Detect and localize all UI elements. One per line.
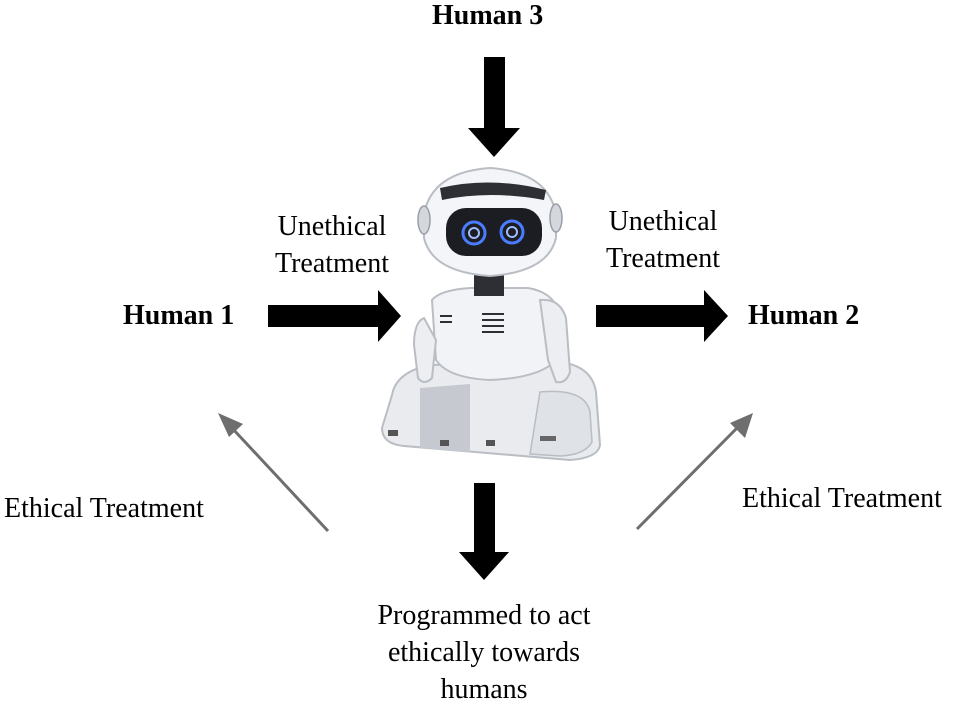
arrow-human1-to-robot — [268, 290, 401, 342]
robot-image — [380, 166, 602, 462]
label-programmed-line3: humans — [440, 674, 528, 705]
arrow-robot-to-human2 — [596, 290, 728, 342]
label-unethical-left: Unethical Treatment — [262, 208, 402, 282]
label-programmed-line2: ethically towards — [387, 637, 581, 668]
arrow-ethical-left — [218, 413, 330, 533]
label-unethical-right: Unethical Treatment — [593, 203, 733, 277]
arrow-ethical-right — [635, 413, 753, 531]
label-programmed: Programmed to act ethically towards huma… — [346, 597, 622, 707]
label-unethical-left-line2: Treatment — [274, 248, 390, 279]
label-human1: Human 1 — [123, 300, 235, 331]
label-unethical-left-line1: Unethical — [277, 211, 387, 242]
label-unethical-right-line1: Unethical — [608, 206, 718, 237]
label-human3: Human 3 — [432, 0, 544, 31]
label-human2: Human 2 — [748, 300, 860, 331]
label-ethical-left: Ethical Treatment — [4, 493, 204, 524]
arrow-robot-to-programmed — [459, 483, 509, 580]
arrow-human3-to-robot — [468, 57, 520, 157]
label-ethical-right: Ethical Treatment — [742, 483, 942, 514]
label-programmed-line1: Programmed to act — [377, 600, 591, 631]
label-unethical-right-line2: Treatment — [605, 243, 721, 274]
